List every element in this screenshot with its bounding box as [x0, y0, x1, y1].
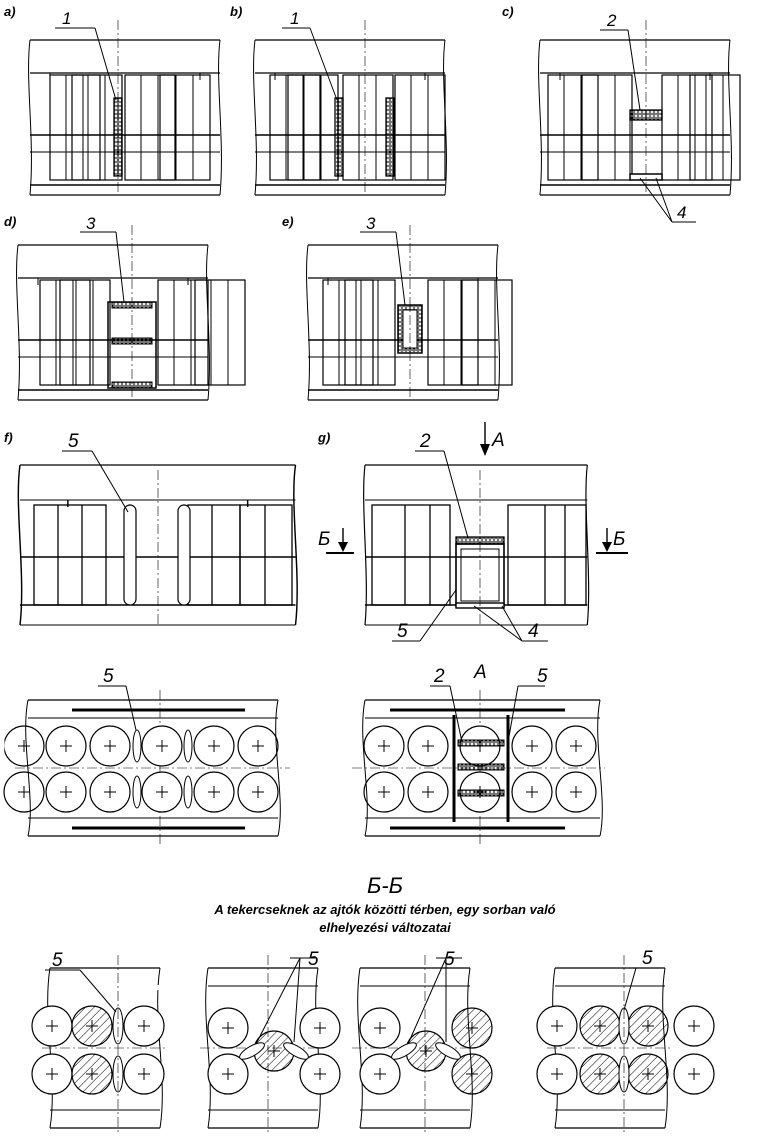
panel-label: g) — [317, 430, 330, 445]
panel-e: e) 3 — [282, 214, 513, 401]
separator-5 — [239, 1042, 265, 1060]
panel-d: d) 3 — [4, 214, 246, 401]
svg-text:A: A — [491, 430, 505, 451]
panel-g: g) 2 5 4 A — [317, 422, 628, 642]
callout: 4 — [677, 203, 686, 222]
section-variant-1: 5 — [31, 950, 169, 1135]
callout: 5 — [308, 949, 319, 970]
svg-text:Б: Б — [613, 529, 625, 550]
view-label: A — [473, 662, 487, 683]
separator-5 — [132, 729, 142, 763]
section-mark-right: Б — [596, 528, 628, 554]
callout: 5 — [642, 948, 653, 969]
spacer-1 — [334, 97, 344, 177]
view-arrow-a: A — [480, 422, 505, 456]
separator-5 — [618, 1007, 630, 1045]
separator-5 — [123, 504, 137, 606]
plan-view-left: 5 — [0, 666, 290, 845]
section-variant-4: 5 — [536, 948, 715, 1135]
panel-a: a) 1 — [4, 4, 223, 196]
svg-text:Б: Б — [318, 529, 330, 550]
separator-5 — [177, 504, 191, 606]
section-title: Б-Б — [367, 873, 403, 898]
spacer-1 — [385, 97, 395, 177]
callout: 2 — [419, 431, 431, 452]
panel-b: b) 1 — [230, 4, 448, 196]
panel-label: a) — [4, 4, 16, 19]
section-variant-3: 5 — [351, 949, 493, 1135]
separator-5 — [112, 1007, 124, 1045]
plan-view-right: 2 A 5 — [352, 662, 605, 845]
callout: 3 — [366, 214, 376, 233]
panel-c: c) 2 4 — [502, 4, 741, 223]
callout: 2 — [606, 11, 617, 30]
callout: 5 — [103, 666, 114, 687]
callout: 4 — [528, 621, 539, 642]
callout: 3 — [86, 214, 96, 233]
panel-label: e) — [282, 214, 294, 229]
callout: 5 — [537, 666, 548, 687]
callout: 5 — [68, 431, 79, 452]
callout: 1 — [62, 9, 71, 28]
panel-label: f) — [4, 430, 13, 445]
bracing-frame-2 — [452, 715, 510, 822]
panel-label: d) — [4, 214, 16, 229]
section-caption-line1: A tekercseknek az ajtók közötti térben, … — [213, 902, 555, 917]
panel-label: c) — [502, 4, 514, 19]
panel-label: b) — [230, 4, 242, 19]
separator-5 — [391, 1042, 417, 1060]
callout: 5 — [52, 950, 63, 971]
section-variant-2: 5 — [199, 949, 341, 1135]
callout: 2 — [433, 666, 445, 687]
callout: 5 — [444, 949, 455, 970]
section-mark-left: Б — [318, 528, 354, 554]
panel-f: f) 5 — [4, 430, 298, 626]
callout: 5 — [397, 621, 408, 642]
section-caption-line2: elhelyezési változatai — [319, 920, 451, 935]
callout: 1 — [290, 9, 299, 28]
